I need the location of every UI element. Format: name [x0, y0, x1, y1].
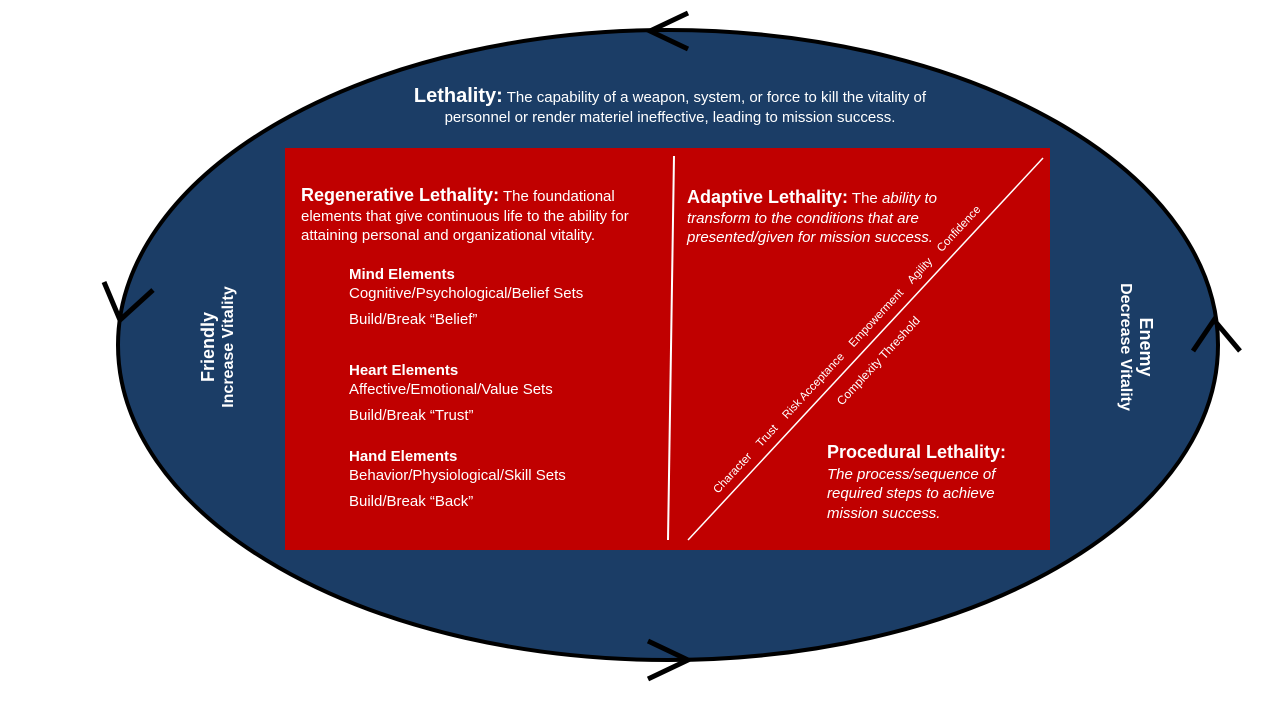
procedural-definition-text: The process/sequence of required steps t…: [827, 465, 996, 522]
cycle-arrow-bottom-icon: [646, 638, 694, 682]
heart-elements-sets: Affective/Emotional/Value Sets: [349, 381, 553, 398]
lethality-definition: Lethality: The capability of a weapon, s…: [380, 86, 960, 128]
mind-elements-sets: Cognitive/Psychological/Belief Sets: [349, 285, 584, 302]
heart-elements-heading: Heart Elements: [349, 362, 459, 379]
mind-elements-build: Build/Break “Belief”: [349, 311, 478, 328]
hand-elements-heading: Hand Elements: [349, 448, 458, 465]
friendly-label: Friendly Increase Vitality: [197, 286, 239, 408]
lethality-definition-text: The capability of a weapon, system, or f…: [444, 89, 927, 126]
hand-elements-build: Build/Break “Back”: [349, 493, 474, 510]
heart-elements: Heart Elements Affective/Emotional/Value…: [349, 362, 553, 424]
friendly-subtitle: Increase Vitality: [220, 286, 237, 408]
diagonal-threshold-line: [687, 157, 1044, 541]
lethality-box: [285, 148, 1050, 550]
adaptive-lethality-definition: Adaptive Lethality: The ability to trans…: [687, 187, 957, 248]
procedural-lethality-definition: Procedural Lethality: The process/sequen…: [827, 442, 1042, 523]
mind-elements: Mind Elements Cognitive/Psychological/Be…: [349, 266, 583, 328]
box-divider: [667, 155, 675, 541]
adaptive-definition-text: ability to transform to the conditions t…: [687, 190, 937, 246]
mind-elements-heading: Mind Elements: [349, 266, 455, 283]
adaptive-term: Adaptive Lethality:: [687, 187, 849, 207]
lethality-term: Lethality:: [413, 85, 503, 107]
enemy-subtitle: Decrease Vitality: [1117, 283, 1134, 411]
cycle-arrow-right-icon: [1190, 315, 1242, 353]
enemy-label: Enemy Decrease Vitality: [1115, 283, 1157, 411]
adaptive-lead: The: [848, 190, 882, 207]
hand-elements: Hand Elements Behavior/Physiological/Ski…: [349, 448, 566, 510]
heart-elements-build: Build/Break “Trust”: [349, 407, 474, 424]
cycle-arrow-top-icon: [644, 10, 690, 52]
enemy-title: Enemy: [1136, 317, 1156, 377]
procedural-term: Procedural Lethality:: [827, 442, 1007, 462]
friendly-title: Friendly: [198, 312, 218, 383]
regenerative-term: Regenerative Lethality:: [301, 185, 500, 205]
vitality-cycle-outline: [116, 28, 1220, 662]
regenerative-definition-text: The foundational elements that give cont…: [301, 188, 629, 244]
cycle-arrow-left-icon: [101, 281, 155, 325]
hand-elements-sets: Behavior/Physiological/Skill Sets: [349, 467, 566, 484]
regenerative-lethality-definition: Regenerative Lethality: The foundational…: [301, 185, 651, 246]
